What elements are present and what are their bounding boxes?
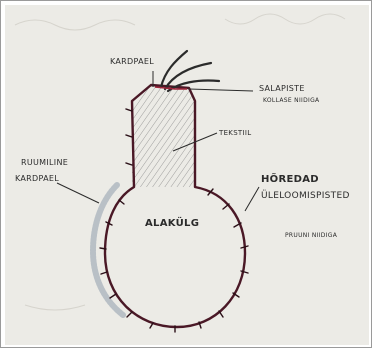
label-ruumiline-kardpael: KARDPAEL [15, 175, 59, 183]
sketch-paper: KARDPAEL SALAPISTE KOLLASE NIIDIGA TEKST… [5, 5, 369, 345]
label-salapiste: SALAPISTE [259, 85, 305, 93]
label-uleloomispisted: ÜLELOOMISPISTED [261, 192, 350, 201]
label-ruumiline: RUUMILINE [21, 159, 68, 167]
label-pruuni-niidiga: PRUUNI NIIDIGA [285, 233, 337, 239]
label-tekstiil: TEKSTIIL [219, 130, 251, 137]
label-horedad: HÕREDAD [261, 175, 319, 185]
label-alakulg: ALAKÜLG [145, 219, 199, 229]
cord-ends [161, 51, 219, 91]
gimp-cord [93, 185, 123, 315]
label-kardpael: KARDPAEL [110, 58, 154, 66]
label-kollase-niidiga: KOLLASE NIIDIGA [263, 98, 319, 104]
neck-hatching [125, 83, 200, 193]
